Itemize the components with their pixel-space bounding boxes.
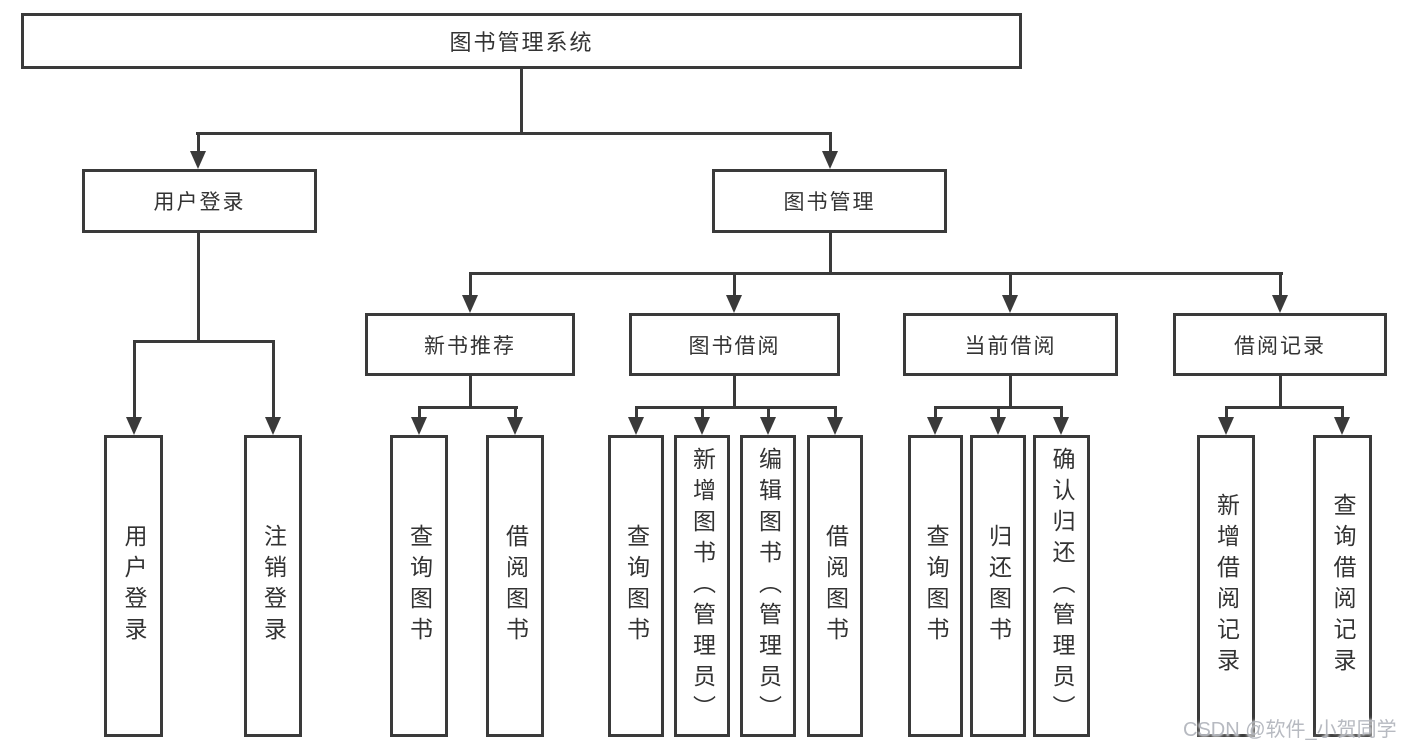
arrowhead-icon (694, 417, 710, 435)
leaf-confirm-return-admin: 确认归还（管理员） (1033, 435, 1090, 737)
node-label: 当前借阅 (964, 334, 1057, 358)
node-new-book-recommend: 新书推荐 (365, 313, 575, 376)
connector-line (635, 406, 837, 409)
leaf-borrow-books-recommend: 借阅图书 (486, 435, 544, 737)
leaf-borrow-books: 借阅图书 (807, 435, 863, 737)
node-label: 用户登录 (121, 524, 147, 648)
connector-line (469, 376, 472, 409)
connector-line (934, 406, 937, 418)
node-label: 图书借阅 (688, 334, 781, 358)
connector-line (469, 272, 1283, 275)
arrowhead-icon (126, 417, 142, 435)
node-user-login: 用户登录 (82, 169, 317, 233)
node-book-borrow: 图书借阅 (629, 313, 840, 376)
node-label: 注销登录 (260, 524, 287, 648)
node-borrow-records: 借阅记录 (1173, 313, 1387, 376)
node-label: 用户登录 (153, 191, 246, 214)
node-label: 新增图书（管理员） (689, 446, 716, 726)
leaf-add-borrow-record: 新增借阅记录 (1197, 435, 1255, 737)
node-label: 借阅图书 (502, 524, 529, 648)
leaf-return-books: 归还图书 (970, 435, 1026, 737)
node-label: 图书管理系统 (449, 30, 594, 55)
connector-line (1009, 376, 1012, 409)
arrowhead-icon (990, 417, 1006, 435)
connector-line (196, 132, 832, 135)
arrowhead-icon (1334, 417, 1350, 435)
arrowhead-icon (628, 417, 644, 435)
connector-line (469, 272, 472, 296)
node-label: 确认归还（管理员） (1049, 446, 1075, 726)
arrowhead-icon (1053, 417, 1069, 435)
leaf-query-books-recommend: 查询图书 (390, 435, 448, 737)
arrowhead-icon (190, 151, 206, 169)
connector-line (767, 406, 770, 418)
node-label: 归还图书 (985, 524, 1012, 648)
leaf-query-borrow-record: 查询借阅记录 (1313, 435, 1372, 737)
connector-line (197, 233, 200, 343)
connector-line (829, 132, 832, 152)
connector-line (1341, 406, 1344, 418)
arrowhead-icon (726, 295, 742, 313)
node-label: 新增借阅记录 (1213, 493, 1240, 679)
arrowhead-icon (1272, 295, 1288, 313)
connector-line (418, 406, 518, 409)
leaf-user-login: 用户登录 (104, 435, 163, 737)
arrowhead-icon (1002, 295, 1018, 313)
arrowhead-icon (462, 295, 478, 313)
connector-line (829, 233, 832, 275)
watermark-text: CSDN @软件_小贺同学 (1183, 719, 1397, 741)
arrowhead-icon (827, 417, 843, 435)
node-current-borrow: 当前借阅 (903, 313, 1118, 376)
arrowhead-icon (507, 417, 523, 435)
arrowhead-icon (760, 417, 776, 435)
connector-line (733, 376, 736, 409)
connector-line (1279, 272, 1282, 296)
connector-line (133, 340, 136, 418)
node-label: 图书管理 (783, 191, 876, 214)
node-label: 查询图书 (623, 524, 650, 648)
connector-line (272, 340, 275, 418)
connector-line (1060, 406, 1063, 418)
node-label: 编辑图书（管理员） (755, 446, 782, 726)
connector-line (520, 69, 523, 135)
connector-line (1225, 406, 1228, 418)
arrowhead-icon (927, 417, 943, 435)
connector-line (1279, 376, 1282, 409)
node-label: 查询图书 (923, 524, 949, 648)
connector-line (997, 406, 1000, 418)
connector-line (701, 406, 704, 418)
arrowhead-icon (822, 151, 838, 169)
node-label: 查询图书 (406, 524, 433, 648)
connector-line (733, 272, 736, 296)
connector-line (514, 406, 517, 418)
arrowhead-icon (265, 417, 281, 435)
node-label: 新书推荐 (424, 334, 516, 358)
leaf-query-books-current: 查询图书 (908, 435, 963, 737)
connector-line (133, 340, 275, 343)
connector-line (635, 406, 638, 418)
node-label: 借阅图书 (822, 524, 849, 648)
connector-line (1225, 406, 1344, 409)
node-label: 借阅记录 (1234, 334, 1326, 358)
node-book-management: 图书管理 (712, 169, 947, 233)
connector-line (197, 132, 200, 152)
arrowhead-icon (411, 417, 427, 435)
node-label: 查询借阅记录 (1330, 493, 1356, 679)
leaf-add-books-admin: 新增图书（管理员） (674, 435, 730, 737)
node-library-management-system: 图书管理系统 (21, 13, 1022, 69)
leaf-query-books-borrow: 查询图书 (608, 435, 664, 737)
leaf-logout: 注销登录 (244, 435, 302, 737)
connector-line (1009, 272, 1012, 296)
connector-line (834, 406, 837, 418)
arrowhead-icon (1218, 417, 1234, 435)
connector-line (418, 406, 421, 418)
leaf-edit-books-admin: 编辑图书（管理员） (740, 435, 796, 737)
